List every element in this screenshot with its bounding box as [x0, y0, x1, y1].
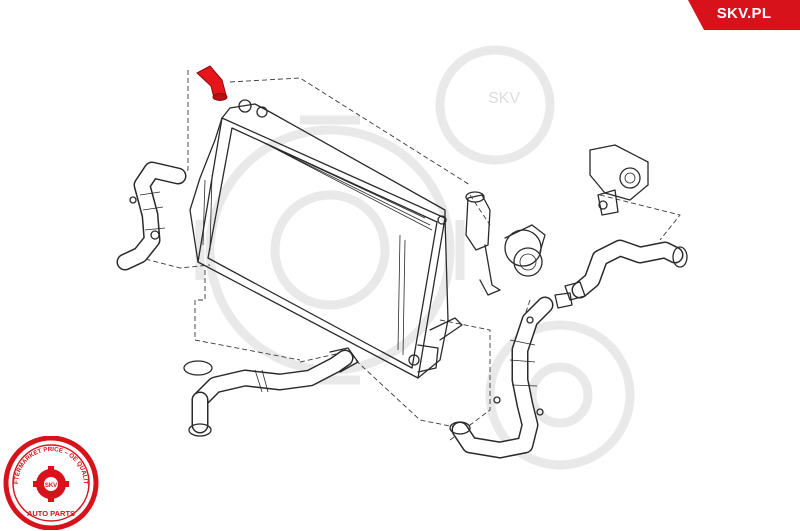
brand-badge: SKV.PL [688, 0, 800, 30]
throttle-valve [589, 144, 649, 216]
seal-icon: AFTERMARKET PRICE – OE QUALITY SKV AUTO … [2, 436, 99, 530]
left-upper-hose [116, 161, 187, 271]
intercooler [189, 99, 463, 379]
watermark-gear-icon [195, 45, 635, 470]
turbocharger [465, 191, 546, 296]
intercooler-connecting-hose [196, 65, 228, 101]
seal-center-text: SKV [45, 483, 57, 489]
right-charge-hose [449, 239, 688, 459]
seal-bottom-text: AUTO PARTS [27, 509, 75, 518]
brand-badge-shape [688, 0, 800, 30]
lower-left-hose [183, 347, 359, 437]
watermark-text: SKV [488, 90, 520, 107]
brand-site-label: SKV.PL [716, 5, 772, 22]
seal-gear-icon [33, 466, 69, 502]
